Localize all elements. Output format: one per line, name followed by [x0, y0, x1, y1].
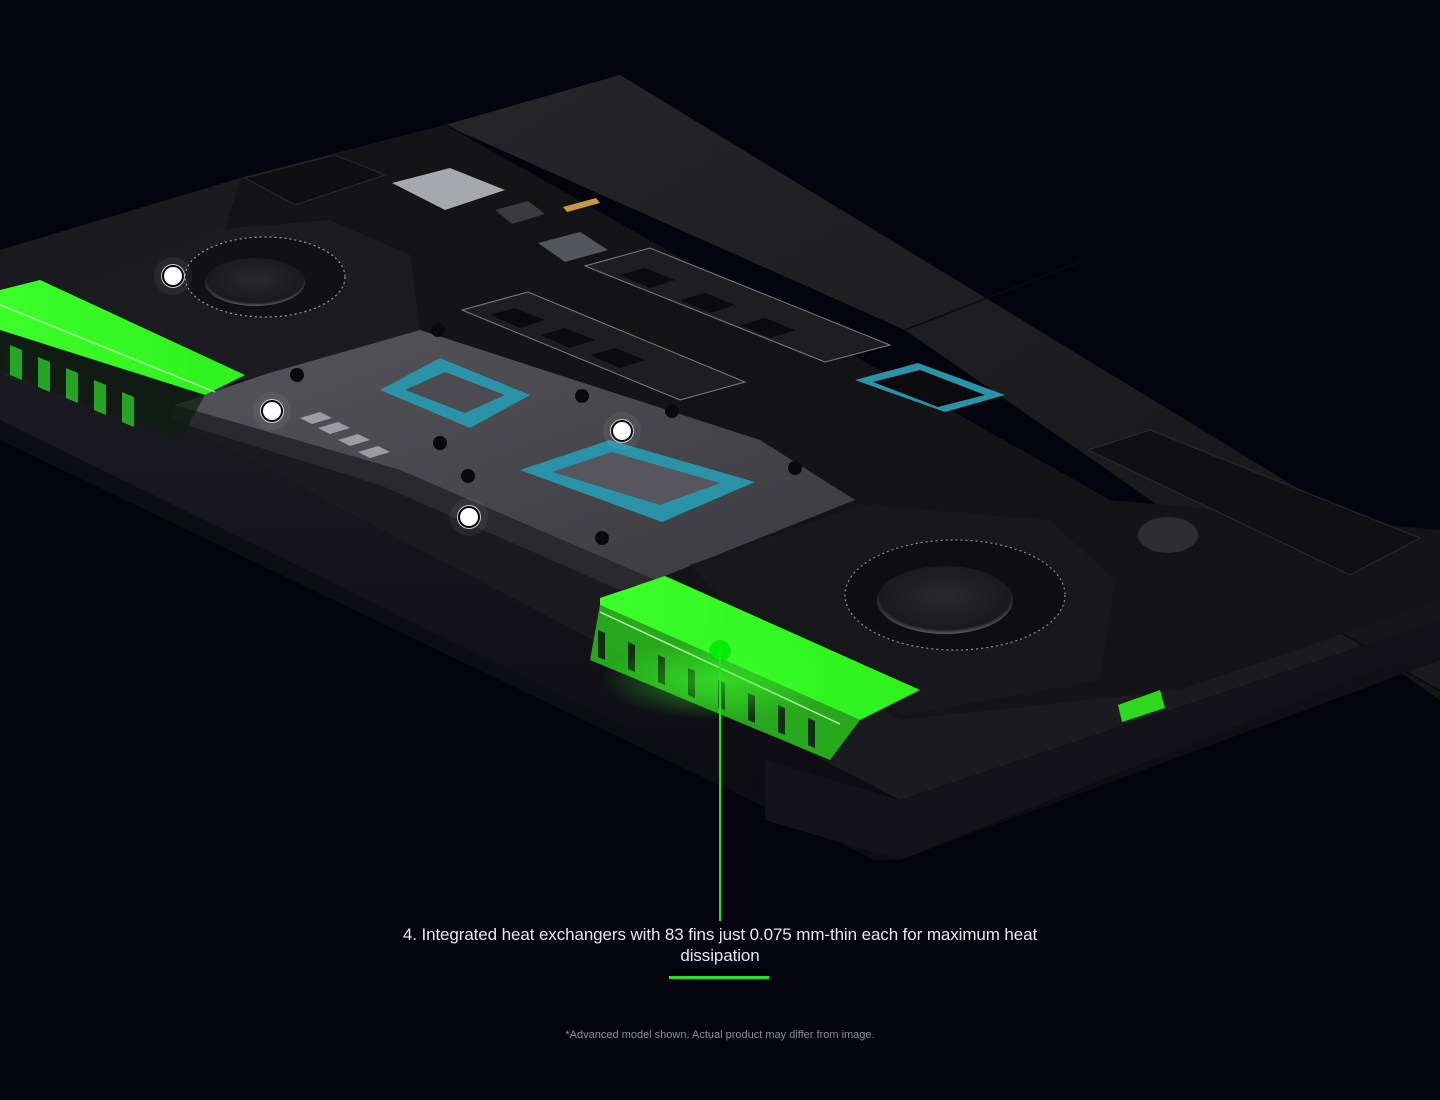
hotspot-caption: 4. Integrated heat exchangers with 83 fi… [402, 925, 1038, 965]
caption-accent-underline [669, 976, 769, 979]
laptop-internals-render [0, 75, 1440, 860]
hotspot-5[interactable] [460, 508, 478, 526]
product-disclaimer: *Advanced model shown. Actual product ma… [565, 1029, 875, 1041]
hotspot-2[interactable] [263, 402, 281, 420]
hotspot-leader-line [719, 651, 721, 921]
hotspot-3[interactable] [613, 422, 631, 440]
hotspot-1[interactable] [164, 267, 182, 285]
